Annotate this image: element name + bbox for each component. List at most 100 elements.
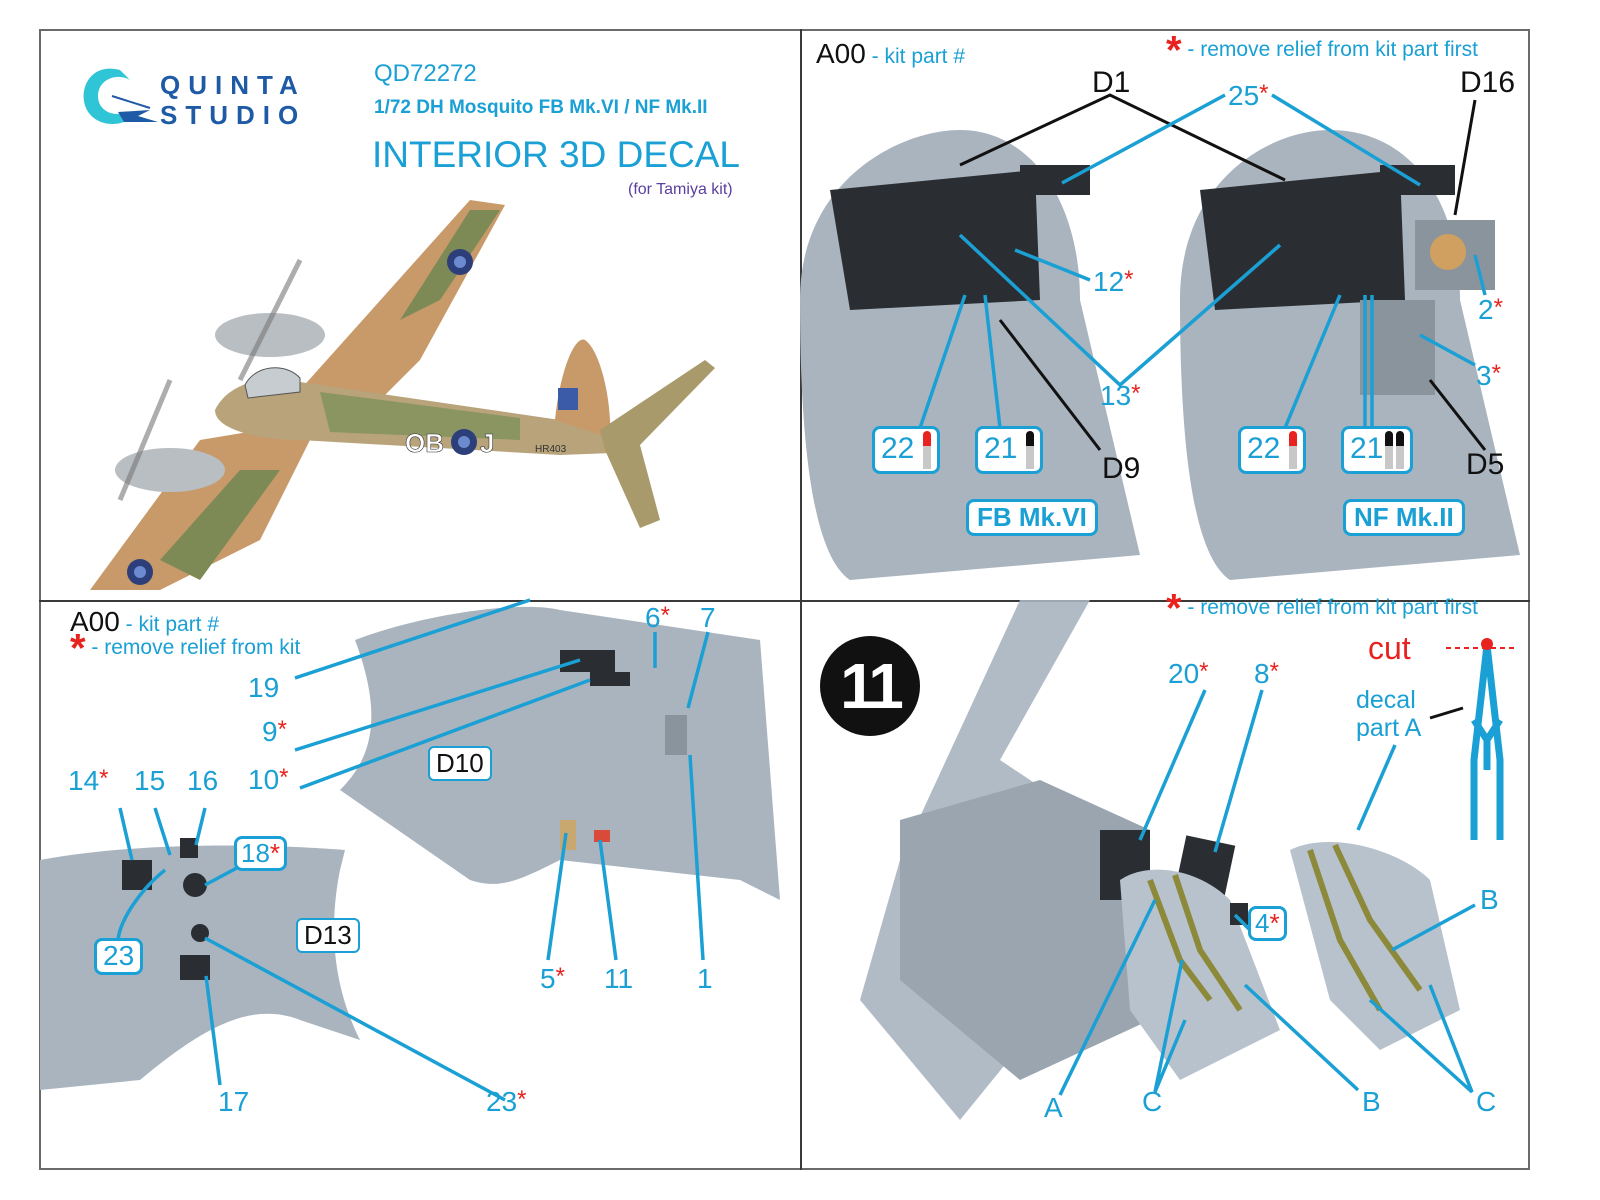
decal-part-label-line1: decal xyxy=(1356,686,1416,714)
callout-number: 25 xyxy=(1228,80,1260,111)
harness-right xyxy=(1307,843,1423,1012)
aircraft-tailplane xyxy=(600,360,715,528)
callout-22-nf: 22 xyxy=(1238,426,1306,474)
asterisk-icon: * xyxy=(1166,586,1182,631)
asterisk-icon: * xyxy=(99,765,109,792)
black-knob-icon xyxy=(1025,431,1034,469)
callout-17: 17 xyxy=(218,1086,250,1117)
callout-5: 5* xyxy=(540,965,565,993)
callout-c-right: C xyxy=(1476,1086,1497,1117)
harness-left xyxy=(1147,874,1243,1012)
legend-remove-relief-2: * - remove relief from kit xyxy=(70,628,301,668)
kit-part-code: A00 xyxy=(70,606,120,637)
callout-7: 7 xyxy=(700,602,716,633)
remove-relief-text: - remove relief from kit part first xyxy=(1187,38,1478,61)
aircraft-letter-text: J xyxy=(480,428,494,458)
asterisk-icon: * xyxy=(70,626,86,671)
panel-10 xyxy=(590,672,630,686)
callout-number: 21 xyxy=(984,431,1018,465)
callout-8: 8* xyxy=(1254,660,1279,688)
asterisk-icon: * xyxy=(1131,380,1141,407)
kit-part-d10: D10 xyxy=(428,746,492,782)
black-knob-icon xyxy=(1396,431,1405,469)
panel-1 xyxy=(665,715,687,755)
callout-number: 9 xyxy=(262,716,278,747)
callout-b-left: B xyxy=(1362,1086,1381,1117)
seat-left xyxy=(1120,869,1280,1080)
panel-23 xyxy=(191,924,209,942)
kit-part-text: - kit part # xyxy=(871,45,966,68)
callout-a: A xyxy=(1044,1092,1063,1123)
callout-b-right: B xyxy=(1480,884,1499,915)
callout-15: 15 xyxy=(134,765,166,796)
callout-20: 20* xyxy=(1168,660,1209,688)
instrument-panel-fb xyxy=(830,170,1040,310)
callout-19: 19 xyxy=(248,672,280,703)
asterisk-icon: * xyxy=(1491,360,1501,387)
strap-decal-diagram xyxy=(1470,644,1504,840)
callout-23: 23* xyxy=(486,1088,527,1116)
panel-16 xyxy=(180,838,198,858)
switch-panel-25-fb xyxy=(1020,165,1090,195)
callout-3: 3* xyxy=(1476,362,1501,390)
callout-number: 5 xyxy=(540,963,556,994)
aircraft-canopy xyxy=(244,367,301,399)
aircraft-code-text: OB xyxy=(405,428,444,458)
propeller-lower xyxy=(117,379,173,501)
logo-line-1: QUINTA xyxy=(160,70,306,100)
cut-label: cut xyxy=(1368,630,1411,666)
legend-kit-part-2: A00 - kit part # xyxy=(70,606,219,638)
callout-number: 20 xyxy=(1168,658,1200,689)
aircraft-serial-text: HR403 xyxy=(535,444,567,455)
kit-part-d5: D5 xyxy=(1466,448,1505,481)
callout-10: 10* xyxy=(248,766,289,794)
asterisk-icon: * xyxy=(1269,908,1280,938)
red-knob-icon xyxy=(922,431,931,469)
callout-25: 25* xyxy=(1228,82,1269,110)
callout-number: 3 xyxy=(1476,360,1492,391)
asterisk-icon: * xyxy=(517,1086,527,1113)
callout-number: 23 xyxy=(486,1086,518,1117)
callout-21-fb: 21 xyxy=(975,426,1043,474)
aircraft-engine-lower xyxy=(115,448,225,492)
remove-relief-text: - remove relief from kit xyxy=(91,636,301,659)
black-knob-icon xyxy=(1385,431,1394,469)
callout-number: 2 xyxy=(1478,294,1494,325)
red-knob-icon xyxy=(1288,431,1297,469)
instrument-panel-nf xyxy=(1200,170,1405,310)
asterisk-icon: * xyxy=(660,602,670,629)
seat-right xyxy=(1290,841,1460,1050)
logo-line-2: STUDIO xyxy=(160,100,307,130)
legend-remove-relief-3: * - remove relief from kit part first xyxy=(1166,588,1478,628)
kit-part-d9: D9 xyxy=(1102,452,1141,485)
callout-16: 16 xyxy=(187,765,219,796)
callout-number: 8 xyxy=(1254,658,1270,689)
product-subtitle: 1/72 DH Mosquito FB Mk.VI / NF Mk.II xyxy=(374,97,708,118)
variant-label-nf: NF Mk.II xyxy=(1343,499,1465,537)
asterisk-icon: * xyxy=(277,716,287,743)
vertical-divider xyxy=(800,29,802,1170)
asterisk-icon: * xyxy=(1493,294,1503,321)
panel-4 xyxy=(1230,903,1248,925)
asterisk-icon: * xyxy=(555,963,565,990)
callout-number: 12 xyxy=(1093,266,1125,297)
kit-note: (for Tamiya kit) xyxy=(628,181,733,198)
kit-part-text: - kit part # xyxy=(125,613,220,636)
callout-number: 4 xyxy=(1255,908,1270,938)
callout-number: 6 xyxy=(645,602,661,633)
aircraft-engine-upper xyxy=(215,313,325,357)
panel-9 xyxy=(560,650,615,672)
callout-number: 22 xyxy=(1247,431,1281,465)
callout-4: 4* xyxy=(1248,906,1287,941)
asterisk-icon: * xyxy=(269,838,281,868)
callout-18: 18* xyxy=(234,836,288,871)
panel-17 xyxy=(180,955,210,980)
aircraft-fin xyxy=(555,339,611,438)
callout-2: 2* xyxy=(1478,296,1503,324)
callout-21-nf: 21 xyxy=(1341,426,1414,474)
callout-number: 22 xyxy=(881,431,915,465)
asterisk-icon: * xyxy=(279,764,289,791)
